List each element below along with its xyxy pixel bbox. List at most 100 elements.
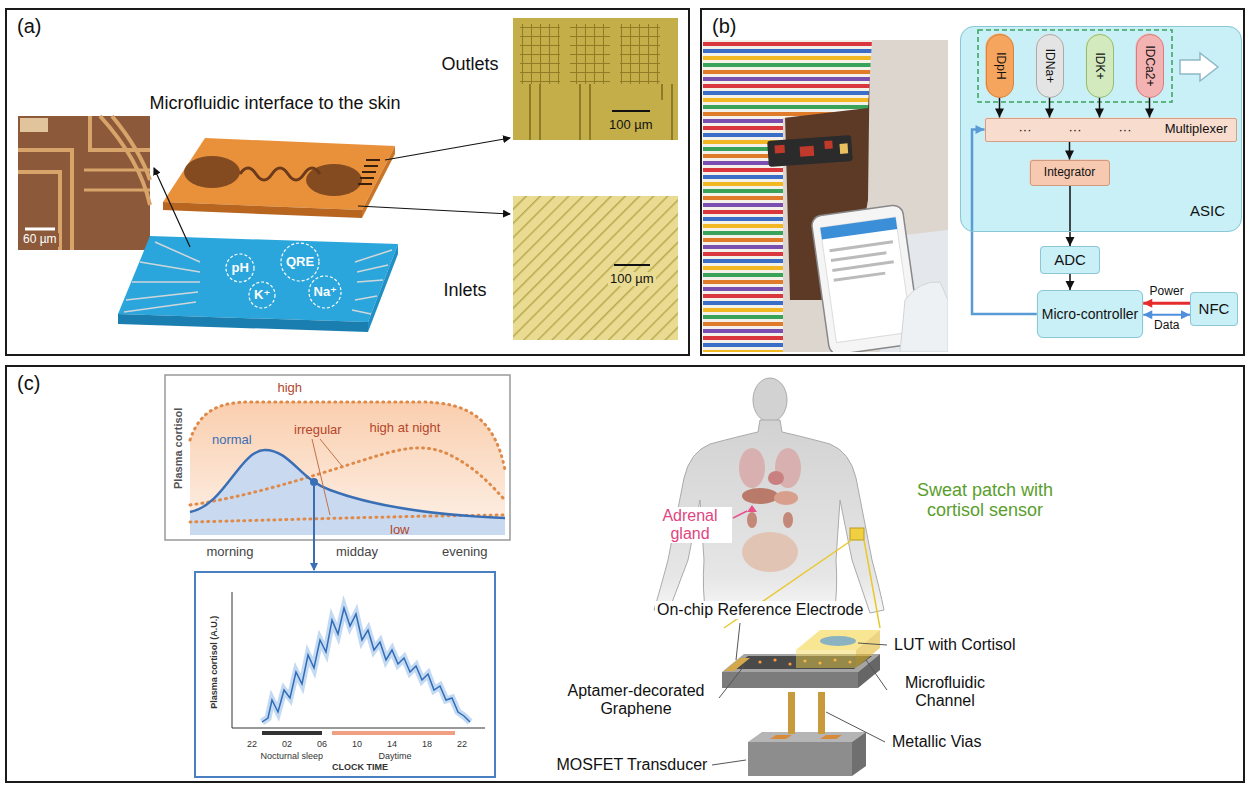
panel-letter: (c)	[17, 372, 40, 395]
block-label: Integrator	[1044, 166, 1095, 180]
block-label: ASIC	[1190, 202, 1225, 219]
part-label: Microfluidic Channel	[888, 674, 1002, 711]
signal-connector	[1045, 98, 1054, 118]
outlets-micrograph	[612, 110, 650, 112]
axis-tick-label: 10	[352, 739, 362, 749]
human-body	[654, 378, 884, 628]
cortisol-sensor-cross-section	[788, 662, 791, 665]
wearable-photo	[703, 40, 783, 352]
wearable-photo	[840, 143, 849, 154]
signal-connector	[1066, 274, 1075, 290]
scale-bar-label: 100 µm	[607, 118, 655, 133]
cortisol-sensor-cross-section	[712, 623, 887, 765]
leader-arrow	[154, 138, 510, 247]
sensor-chip	[118, 236, 398, 322]
part-label: MOSFET Transducer	[555, 756, 710, 774]
inlets-micrograph	[513, 196, 678, 340]
wearable-photo	[703, 40, 948, 352]
block-fill	[1190, 292, 1238, 326]
axis-title: Plasma cortisol	[172, 407, 185, 488]
outlets-micrograph	[620, 24, 660, 84]
microscope-inset	[18, 116, 150, 250]
cortisol-sensor-cross-section	[712, 623, 887, 776]
cortisol-inset-chart	[262, 608, 470, 722]
curve-label: low	[390, 523, 410, 538]
electrode-label: Na⁺	[314, 285, 337, 300]
microcontroller-block: Micro-controller	[1037, 290, 1143, 338]
cortisol-sensor-cross-section	[773, 658, 776, 661]
block-label: IDpH	[993, 52, 1007, 79]
cortisol-sensor-cross-section	[818, 692, 825, 734]
sensor-chip	[368, 244, 398, 332]
arrow-head	[1181, 310, 1190, 319]
period-label: Nocturnal sleep	[261, 751, 324, 761]
arrow-head	[1095, 109, 1104, 118]
arrow-head	[1066, 281, 1075, 290]
edge-label: Power	[1150, 285, 1184, 299]
cortisol-sensor-cross-section	[796, 650, 856, 668]
inlets-micrograph	[513, 196, 678, 340]
block-fill	[960, 26, 1242, 232]
microscope-inset	[25, 228, 55, 231]
curve-label: high at night	[370, 421, 441, 436]
channel-group-outline	[978, 30, 1172, 102]
cortisol-inset-chart	[195, 572, 495, 777]
human-body	[733, 511, 747, 518]
wearable-photo	[900, 282, 948, 352]
sensor-channel-pill: IDpH	[986, 34, 1014, 98]
block-label: Micro-controller	[1042, 306, 1138, 322]
wearable-photo	[783, 40, 872, 118]
sensor-chip	[118, 314, 368, 332]
signal-connector	[972, 125, 1037, 314]
wearable-photo	[830, 242, 898, 281]
arrow-head	[1045, 109, 1054, 118]
block-fill	[1030, 160, 1110, 186]
panel-frame: (c)	[5, 365, 1245, 783]
axis-tick-label: 22	[457, 739, 467, 749]
arrow-head	[1066, 237, 1075, 246]
ellipsis-mark: ···	[1019, 123, 1032, 138]
human-body	[768, 471, 784, 485]
cortisol-inset-chart	[195, 572, 495, 777]
cortisol-sensor-cross-section	[748, 732, 866, 742]
human-body	[783, 512, 793, 528]
ellipsis-mark: ···	[1119, 123, 1132, 138]
microfluidic-layer	[240, 168, 320, 180]
block-fill	[1036, 34, 1064, 98]
wearable-photo	[820, 217, 911, 342]
curve-label: irregular	[294, 423, 342, 438]
microscope-inset	[18, 116, 150, 250]
signal-connector	[1095, 98, 1104, 118]
cortisol-sensor-cross-section	[724, 658, 750, 671]
cortisol-chart	[313, 486, 315, 570]
cortisol-inset-chart	[262, 608, 470, 722]
wearable-photo	[767, 135, 853, 167]
outlets-micrograph	[570, 24, 610, 84]
outlets-micrograph	[520, 24, 560, 84]
wearable-photo	[767, 135, 853, 167]
block-label: IDK+	[1093, 52, 1107, 79]
human-body	[850, 528, 864, 540]
axis-tick-label: evening	[442, 545, 488, 560]
axis-tick-label: morning	[207, 545, 254, 560]
axis-tick-label: 14	[387, 739, 397, 749]
callout-label: Adrenal gland	[648, 507, 732, 544]
callout-label: Sweat patch with cortisol sensor	[896, 480, 1075, 521]
curve-label: high	[278, 381, 303, 396]
sensor-chip	[249, 282, 275, 308]
electrode-label: pH	[232, 261, 249, 276]
human-body	[742, 532, 798, 572]
human-body	[753, 378, 787, 422]
sensor-chip	[118, 236, 398, 332]
panel-letter: (a)	[17, 15, 41, 38]
human-body	[864, 540, 880, 628]
human-body	[742, 488, 778, 504]
microfluidic-layer	[163, 202, 362, 218]
human-body	[747, 512, 757, 528]
arrow-head	[1145, 109, 1154, 118]
wearable-photo	[800, 146, 815, 157]
scale-bar-label: 60 µm	[21, 233, 59, 247]
figure-heading: Microfluidic interface to the skin	[150, 93, 401, 114]
cortisol-chart	[312, 439, 342, 515]
part-label: LUT with Cortisol	[892, 636, 1018, 654]
